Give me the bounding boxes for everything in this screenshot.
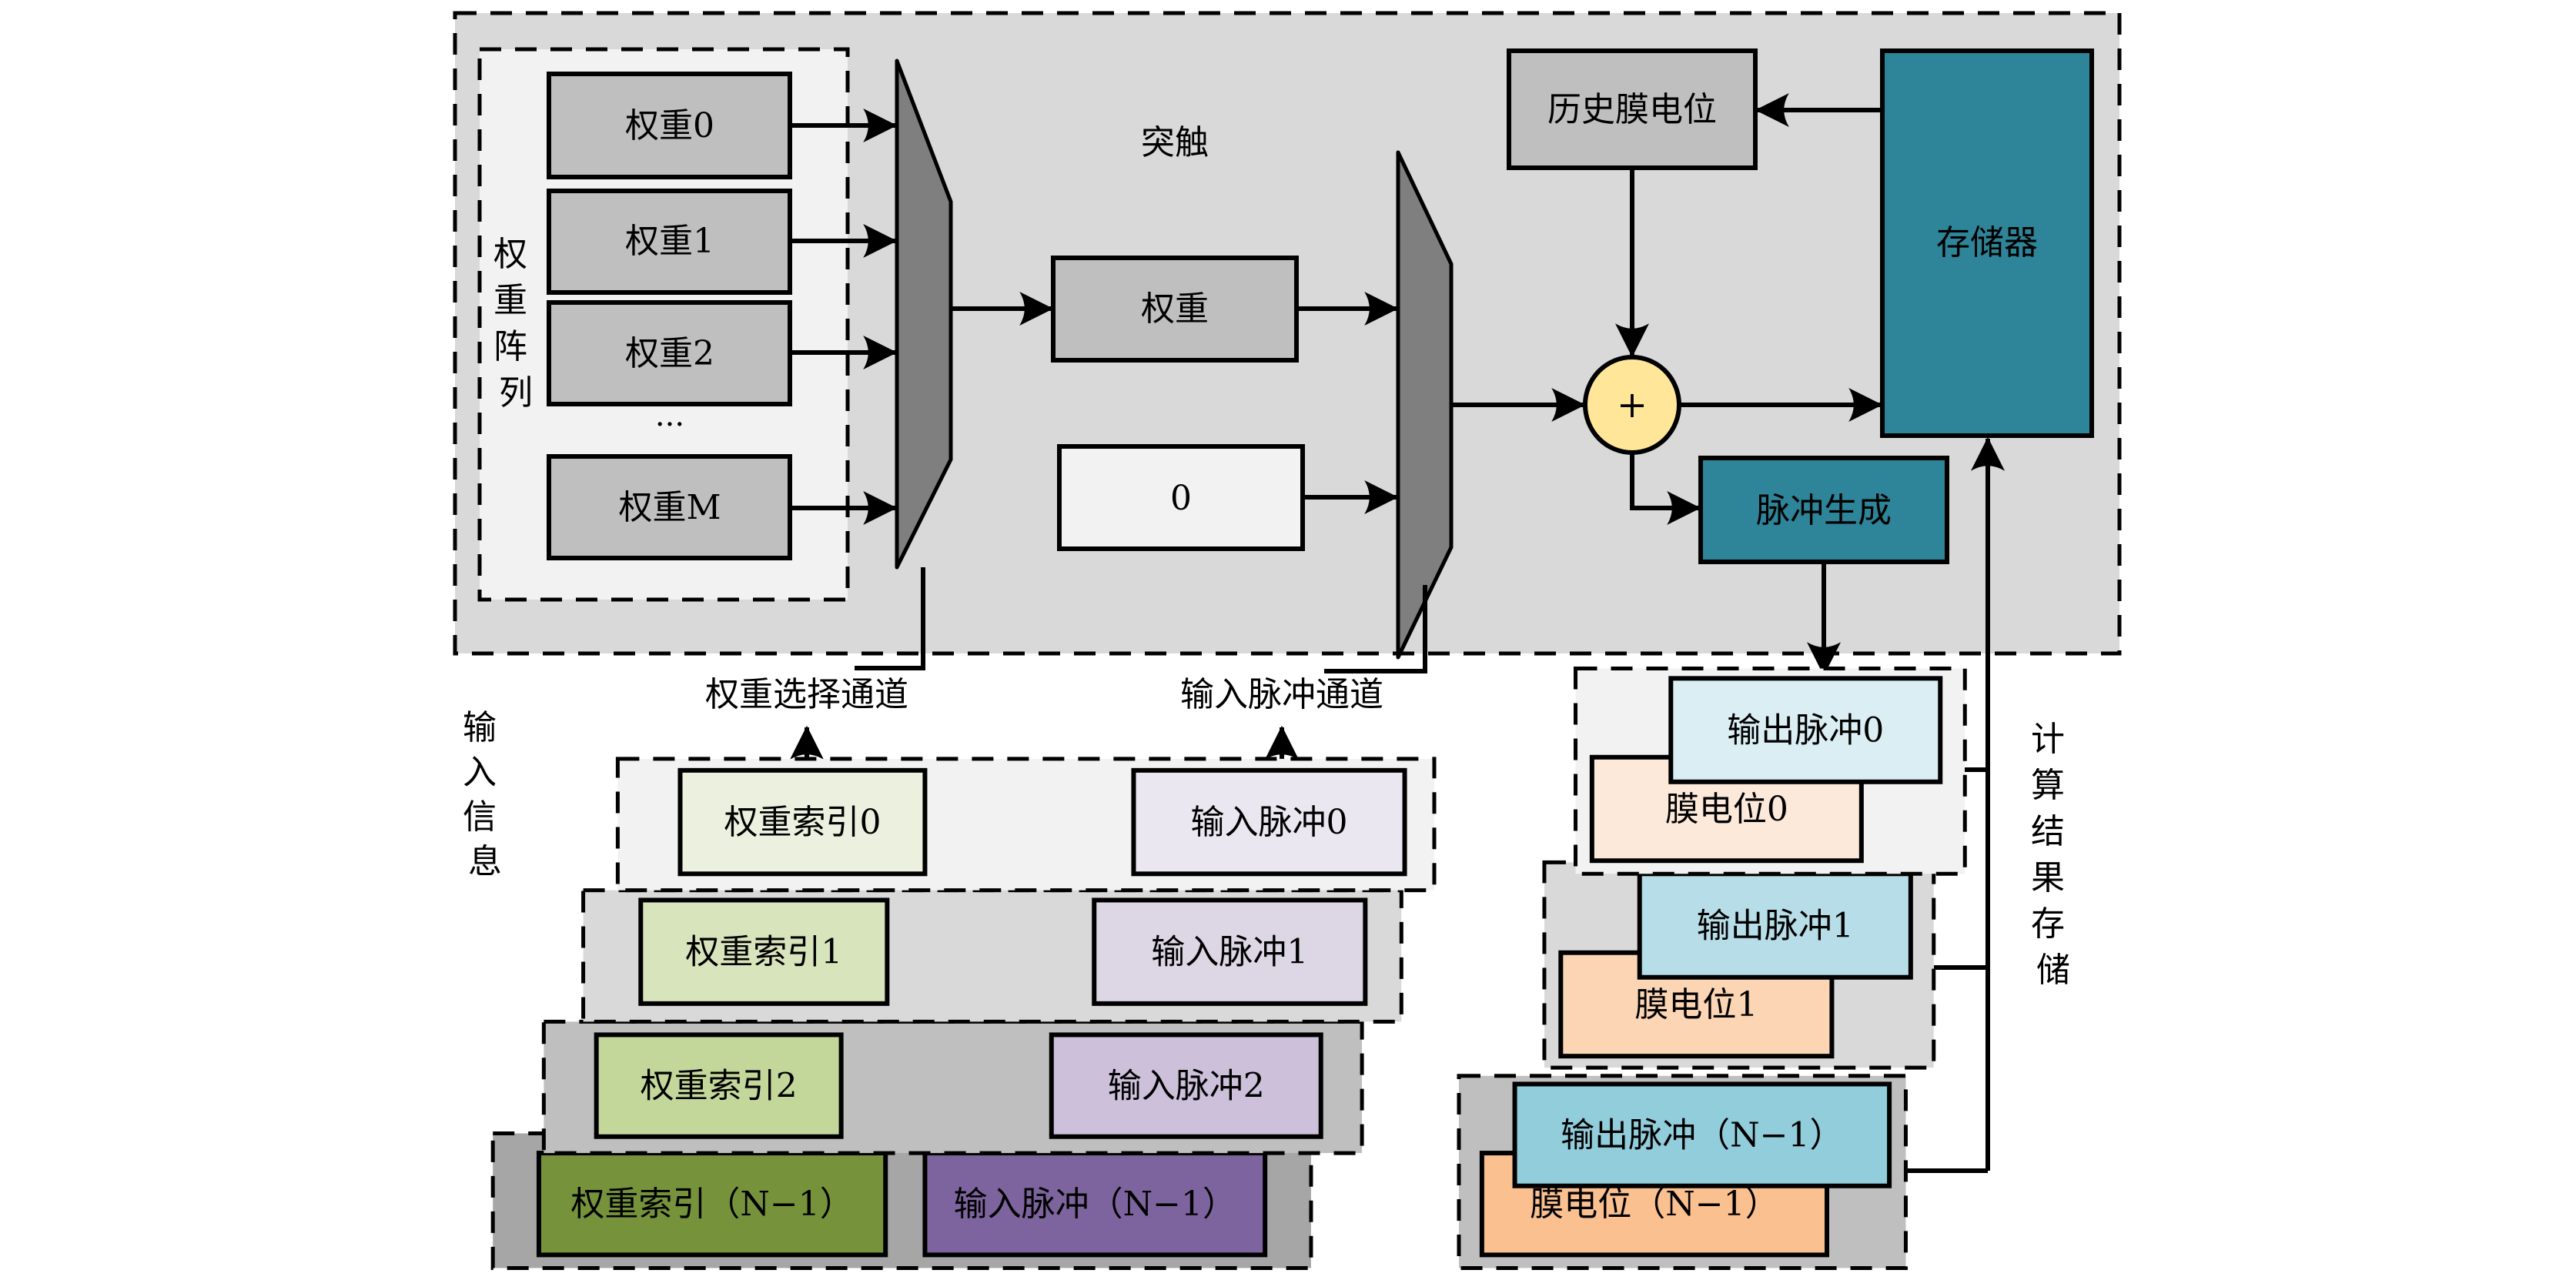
- input-spike-mux: [1396, 150, 1454, 660]
- input-spike-line: [1324, 585, 1427, 673]
- arrow-adder-spikegen: [1630, 453, 1701, 525]
- output-spike-box-label: 输出脉冲（N−1）: [1561, 1116, 1843, 1155]
- weight-index-box: 权重索引2: [594, 1032, 844, 1139]
- input-spike-channel-label: 输入脉冲通道: [1180, 675, 1383, 714]
- input-spike-box: 输入脉冲（N−1）: [922, 1151, 1268, 1258]
- input-info-row: 权重索引2 输入脉冲2: [541, 1019, 1364, 1155]
- weight-box: 权重1: [547, 189, 792, 295]
- output-spike-box-label: 输出脉冲1: [1697, 907, 1854, 946]
- weight-m-label: 权重M: [618, 488, 721, 527]
- weight-array-label: 权 重 阵 列: [493, 235, 538, 413]
- input-spike-box: 输入脉冲2: [1049, 1032, 1323, 1139]
- input-spike-box: 输入脉冲1: [1092, 897, 1368, 1006]
- weight-select-line: [855, 567, 925, 670]
- output-spike-box: 输出脉冲1: [1637, 871, 1913, 980]
- output-spike-box-label: 输出脉冲0: [1727, 711, 1884, 750]
- membrane-potential-box-label: 膜电位0: [1665, 790, 1788, 829]
- weight-2-label: 权重2: [625, 334, 714, 373]
- result-row: 膜电位（N−1） 输出脉冲（N−1）: [1457, 1074, 1908, 1270]
- adder-plus-icon: +: [1617, 383, 1648, 426]
- input-info-row: 权重索引0 输入脉冲0: [615, 757, 1437, 893]
- history-potential-label: 历史膜电位: [1547, 90, 1717, 129]
- weight-index-box-label: 权重索引1: [685, 933, 842, 972]
- history-potential-box: 历史膜电位: [1507, 48, 1758, 170]
- weight-index-box: 权重索引1: [638, 897, 890, 1006]
- input-info-row: 权重索引（N−1） 输入脉冲（N−1）: [490, 1131, 1313, 1270]
- weight-index-box-label: 权重索引（N−1）: [570, 1185, 853, 1224]
- memory-box: 存储器: [1880, 48, 2094, 438]
- input-spike-box-label: 输入脉冲（N−1）: [954, 1185, 1236, 1224]
- membrane-potential-box-label: 膜电位（N−1）: [1530, 1185, 1778, 1224]
- membrane-potential-box-label: 膜电位1: [1634, 985, 1758, 1024]
- adder: +: [1583, 355, 1681, 455]
- weight-select-mux: [895, 58, 953, 570]
- weight-index-box-label: 权重索引0: [724, 803, 881, 842]
- weight-select-channel-label: 权重选择通道: [705, 675, 908, 714]
- weight-box: 权重M: [547, 454, 792, 560]
- weight-index-box: 权重索引0: [677, 767, 928, 877]
- spike-gen-label: 脉冲生成: [1756, 491, 1892, 530]
- result-stacks: 膜电位（N−1） 输出脉冲（N−1） 膜电位1 输出脉冲1 膜电位0 输出脉冲0: [1457, 667, 1967, 1270]
- synapse-title: 突触: [1141, 123, 1209, 162]
- weight-1-label: 权重1: [625, 222, 714, 261]
- output-spike-box: 输出脉冲（N−1）: [1512, 1081, 1892, 1188]
- input-info-label: 输 入 信 息: [463, 708, 507, 881]
- spike-gen-box: 脉冲生成: [1698, 456, 1949, 564]
- weight-index-box: 权重索引（N−1）: [536, 1151, 888, 1258]
- input-spike-box-label: 输入脉冲1: [1151, 933, 1308, 972]
- zero-label: 0: [1170, 479, 1192, 518]
- input-spike-box: 输入脉冲0: [1131, 767, 1407, 877]
- input-info-row: 权重索引1 输入脉冲1: [581, 888, 1403, 1024]
- memory-label: 存储器: [1936, 223, 2038, 262]
- result-row: 膜电位0 输出脉冲0: [1574, 667, 1967, 876]
- input-spike-box-label: 输入脉冲0: [1191, 803, 1348, 842]
- weight-box: 权重2: [547, 300, 792, 406]
- weight-0-label: 权重0: [625, 106, 714, 145]
- weight-box: 权重0: [547, 72, 792, 179]
- result-row: 膜电位1 输出脉冲1: [1542, 860, 1936, 1070]
- input-spike-box-label: 输入脉冲2: [1108, 1067, 1265, 1106]
- output-spike-box: 输出脉冲0: [1668, 676, 1943, 784]
- result-store-label: 计 算 结 果 存 储: [2031, 720, 2076, 990]
- weight-index-box-label: 权重索引2: [641, 1067, 798, 1106]
- selected-weight-label: 权重: [1141, 289, 1209, 329]
- weights-ellipsis: ···: [655, 407, 684, 443]
- selected-weight-box: 权重: [1051, 256, 1299, 363]
- zero-box: 0: [1057, 444, 1305, 551]
